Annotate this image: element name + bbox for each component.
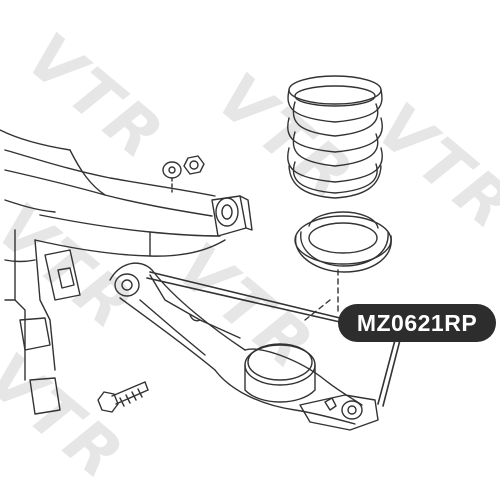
- coil-spring: [287, 75, 383, 199]
- alignment-line: [304, 269, 339, 321]
- subframe: [0, 129, 226, 415]
- bushing-mount: [211, 195, 253, 237]
- spring-seat: [294, 211, 392, 273]
- leader-lines: [146, 271, 401, 407]
- washer-nut: [162, 155, 205, 193]
- lower-control-arm: [109, 262, 379, 431]
- bolt: [97, 381, 149, 413]
- part-number-label: MZ0621RP: [338, 304, 496, 342]
